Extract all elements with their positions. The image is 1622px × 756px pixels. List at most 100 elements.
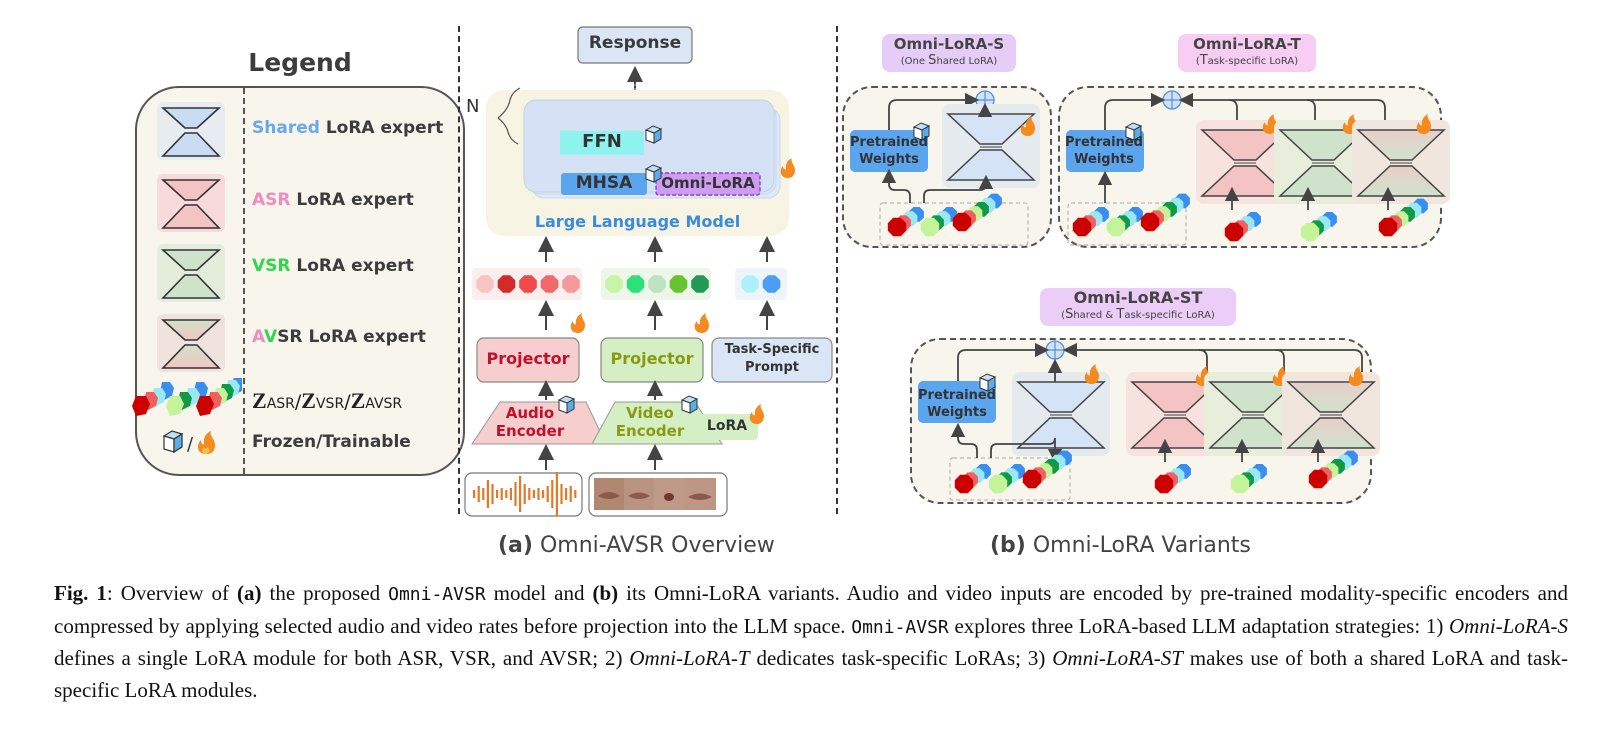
ffn-block (560, 131, 644, 155)
transformer-block (523, 99, 775, 193)
svg-text:/: / (187, 434, 194, 455)
video-projector-trainable-icon (694, 313, 709, 333)
trainable-icon (1416, 114, 1431, 134)
mhsa-frozen-icon (644, 164, 663, 183)
legend-label-avsr: AVSR LoRA expert (252, 327, 426, 347)
connector-arrow (950, 422, 978, 458)
legend-label-asr: ASR LoRA expert (252, 190, 414, 210)
overview-diagram (464, 26, 833, 517)
connector-arrow (1178, 92, 1386, 130)
waveform-bar (555, 472, 558, 516)
variant-s-frozen-icon (912, 122, 931, 141)
legend-label-tokens: ZASR/ZVSR/ZAVSR (252, 388, 403, 413)
audio-token (540, 275, 559, 293)
inputs-group (1067, 202, 1187, 246)
waveform-bar (477, 486, 480, 502)
token-stack-avsr-icon (196, 378, 242, 416)
variant-t-vsr-input (1300, 212, 1337, 242)
waveform-bar (565, 488, 568, 500)
section-divider-left (458, 26, 460, 514)
connector-arrow (881, 168, 911, 203)
variant-t-asr-input (1224, 212, 1261, 242)
trainable-icon (1262, 114, 1277, 134)
audio-projector-box (476, 337, 580, 383)
response-label: Response (588, 33, 682, 53)
waveform-bar (551, 480, 554, 508)
waveform-bar (473, 490, 476, 498)
variant-s-avsr-tokens (952, 193, 1002, 232)
variant-s-shared-lora (942, 104, 1040, 188)
legend-divider (243, 88, 245, 474)
variant-t-avsr-input (1378, 198, 1428, 237)
audio-waveform-icon (473, 472, 577, 516)
waveform-bar (482, 488, 485, 500)
waveform-bar (496, 490, 499, 498)
variant-st-shared-lora (1012, 372, 1110, 456)
video-lora-label: LoRA (706, 418, 748, 434)
variant-st-asr-lora (1126, 372, 1224, 456)
legend-frozen-trainable-icons: / (162, 430, 215, 455)
flame-icon (198, 431, 215, 454)
variant-s-vsr-tokens (920, 207, 957, 237)
video-token (648, 275, 666, 293)
waveform-bar (574, 490, 577, 498)
variant-st-vsr-tokens (988, 464, 1025, 494)
variant-s-title: Omni-LoRA-S (One Shared LoRA) (882, 34, 1016, 72)
mhsa-label: MHSA (575, 173, 633, 193)
caption-a: (a) Omni-AVSR Overview (498, 533, 775, 558)
variant-t-asr-tokens (1072, 207, 1109, 237)
waveform-bar (528, 488, 531, 500)
ice-cube-icon (162, 430, 184, 454)
waveform-bar (560, 484, 563, 504)
variant-st-asr-input (1154, 464, 1191, 494)
trainable-icon (1084, 364, 1099, 384)
waveform-bar (532, 490, 535, 498)
connector-arrow (1228, 99, 1238, 130)
variant-t-avsr-lora (1352, 120, 1450, 204)
audio-encoder-frozen-icon (557, 395, 576, 414)
omni-lora-label: Omni-LoRA (661, 174, 755, 192)
connector-arrow (888, 92, 980, 138)
ffn-frozen-icon (644, 125, 663, 144)
variant-t-pretrained-box (1066, 130, 1144, 172)
trainable-icon (1348, 366, 1363, 386)
connector-arrow (923, 174, 994, 203)
trainable-icon (1020, 116, 1035, 136)
connector-arrow (957, 342, 1050, 388)
llm-label: Large Language Model (534, 212, 741, 231)
variant-t-frozen-icon (1124, 122, 1143, 141)
variant-st-avsr-lora (1282, 372, 1380, 456)
variant-st-vsr-lora (1204, 372, 1302, 456)
variant-st-avsr-input (1308, 450, 1358, 489)
waveform-bar (509, 488, 512, 500)
variant-s-pretrained-box (850, 130, 928, 172)
video-lora-trainable-icon (749, 404, 764, 424)
waveform-bar (569, 486, 572, 502)
connector-arrow (1306, 99, 1316, 130)
waveform-bar (523, 484, 526, 504)
legend-title: Legend (248, 48, 352, 77)
variant-st-frozen-icon (978, 373, 997, 392)
connector-arrow (1104, 92, 1166, 138)
variant-st-title: Omni-LoRA-ST (Shared & Task-specific LoR… (1040, 288, 1236, 326)
variant-s-asr-tokens (887, 207, 924, 237)
waveform-bar (505, 490, 508, 498)
variant-st-asr-tokens (954, 464, 991, 494)
legend-vsr-lora-icon (157, 244, 225, 302)
connector-arrow (1198, 349, 1208, 380)
waveform-bar (486, 480, 489, 508)
variant-st-pretrained-box (918, 381, 996, 423)
waveform-bar (537, 488, 540, 500)
variant-st-sum-node (1045, 340, 1065, 360)
variant-st-vsr-input (1230, 464, 1267, 494)
variants-diagram (850, 90, 1450, 501)
variant-t-asr-lora (1196, 120, 1294, 204)
legend-shared-lora-icon (157, 102, 225, 160)
video-token (669, 275, 688, 293)
caption-b: (b) Omni-LoRA Variants (990, 533, 1251, 558)
task-prompt-box (711, 337, 833, 383)
